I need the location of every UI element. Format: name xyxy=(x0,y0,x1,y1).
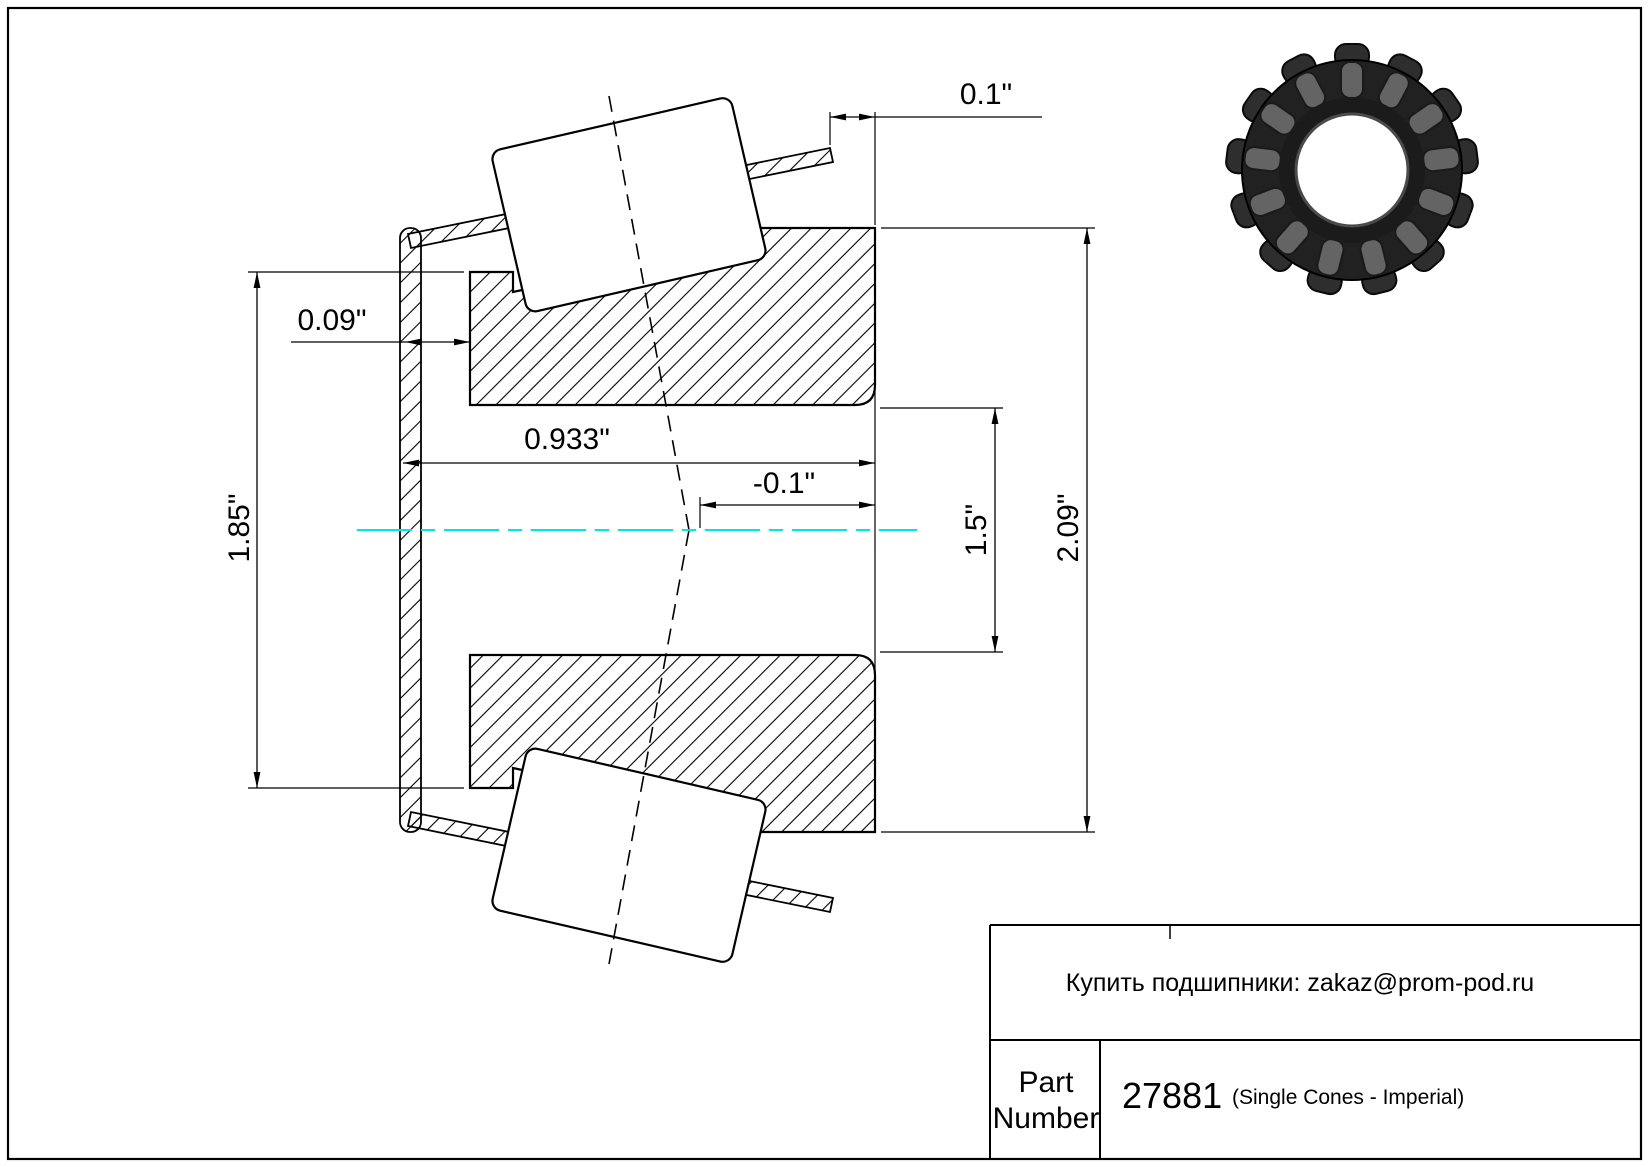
bearing-bore xyxy=(1294,112,1410,228)
dim-front-rib-od-label: 1.85" xyxy=(223,493,256,562)
dim-back-standout: 0.1" xyxy=(829,78,1042,225)
part-number: 27881 xyxy=(1122,1075,1222,1116)
bearing-photo xyxy=(1223,43,1481,298)
dim-effective-center: -0.1" xyxy=(699,467,875,528)
part-label-line1: Part xyxy=(1018,1066,1074,1099)
rollers xyxy=(491,95,767,965)
dim-bore: 1.5" xyxy=(880,407,1003,653)
dim-cone-od: 2.09" xyxy=(881,227,1095,833)
dimensions: 0.1" 0.09" 0.933" -0.1" 1.85" 1.5" xyxy=(223,78,1095,833)
dim-cone-width-label: 0.933" xyxy=(524,423,610,456)
part-label-line2: Number xyxy=(993,1102,1100,1135)
dim-front-standout: 0.09" xyxy=(291,304,470,346)
page-border xyxy=(6,6,1643,1161)
dim-bore-label: 1.5" xyxy=(960,504,993,556)
cone-section xyxy=(468,226,877,834)
series-note: (Single Cones - Imperial) xyxy=(1232,1086,1464,1109)
dim-cone-od-label: 2.09" xyxy=(1052,493,1085,562)
dim-cone-width: 0.933" xyxy=(403,423,875,467)
contact-text: Купить подшипники: zakaz@prom-pod.ru xyxy=(1066,969,1534,997)
title-block: Купить подшипники: zakaz@prom-pod.ru Par… xyxy=(989,924,1641,1159)
dim-front-standout-label: 0.09" xyxy=(297,304,366,337)
dim-effective-center-label: -0.1" xyxy=(753,467,815,500)
dim-back-standout-label: 0.1" xyxy=(960,78,1012,111)
dim-front-rib-od: 1.85" xyxy=(223,271,464,789)
